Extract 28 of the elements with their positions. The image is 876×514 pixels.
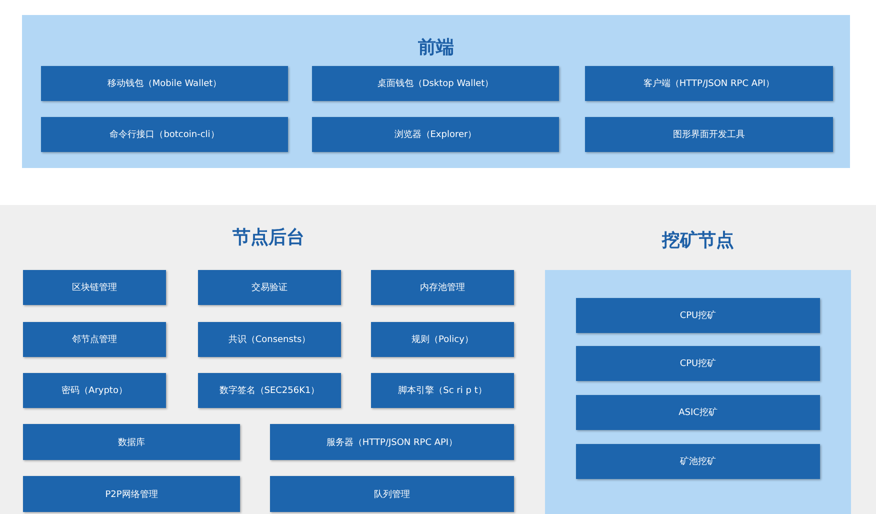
module-box: 客户端（HTTP/JSON RPC API）: [585, 66, 833, 101]
section-heading: 挖矿节点: [660, 229, 735, 252]
module-box: 矿池挖矿: [576, 444, 820, 479]
module-box: P2P网络管理: [23, 476, 240, 512]
module-box: 数据库: [23, 424, 240, 460]
module-box: 交易验证: [198, 270, 341, 305]
module-box: 桌面钱包（Dsktop Wallet）: [312, 66, 559, 101]
section-background: [0, 205, 876, 514]
module-box: 队列管理: [270, 476, 514, 512]
module-box: 脚本引擎（Sc ri p t）: [371, 373, 514, 408]
module-box: CPU挖矿: [576, 346, 820, 381]
module-box: 数字签名（SEC256K1）: [198, 373, 341, 408]
module-box: 密码（Arypto）: [23, 373, 166, 408]
module-box: 命令行接口（botcoin-cli）: [41, 117, 288, 152]
module-box: 共识（Consensts）: [198, 322, 341, 357]
module-box: 服务器（HTTP/JSON RPC API）: [270, 424, 514, 460]
section-heading: 节点后台: [232, 226, 306, 249]
module-box: 图形界面开发工具: [585, 117, 833, 152]
section-panel: [22, 15, 850, 168]
module-box: ASIC挖矿: [576, 395, 820, 430]
module-box: 规则（Policy）: [371, 322, 514, 357]
module-box: 浏览器（Explorer）: [312, 117, 559, 152]
module-box: 邻节点管理: [23, 322, 166, 357]
section-heading: 前端: [417, 36, 455, 59]
module-box: 内存池管理: [371, 270, 514, 305]
module-box: 移动钱包（Mobile Wallet）: [41, 66, 288, 101]
module-box: CPU挖矿: [576, 298, 820, 333]
module-box: 区块链管理: [23, 270, 166, 305]
